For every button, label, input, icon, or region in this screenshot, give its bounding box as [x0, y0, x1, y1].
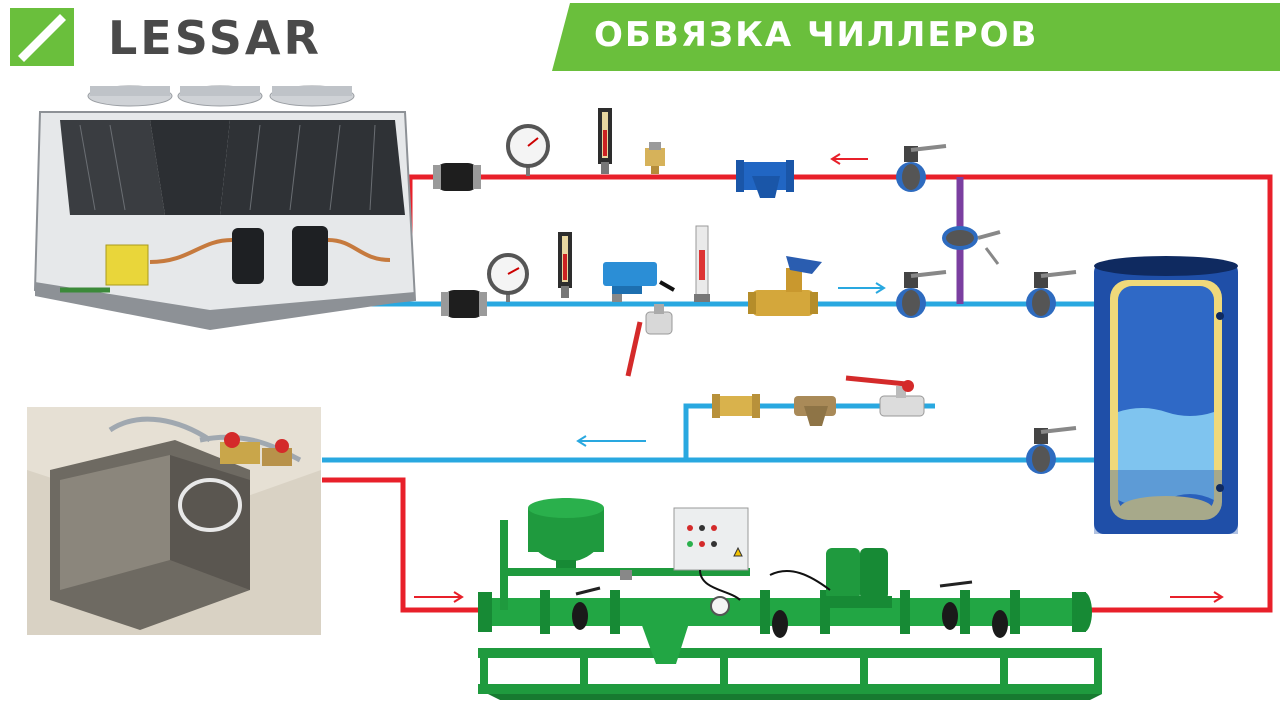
- thermometer-icon: [558, 232, 572, 298]
- strainer-icon: [736, 160, 794, 198]
- brand-logo: [8, 6, 368, 68]
- vibration-insert-icon: [441, 290, 487, 318]
- thermometer-icon: [598, 108, 612, 174]
- flow-switch-icon: [603, 262, 675, 302]
- flow-arrows: [414, 153, 1224, 603]
- supply-pipe-lower: [322, 477, 480, 613]
- bypass-butterfly-valve-icon: [942, 226, 1001, 265]
- butterfly-valve-icon: [1026, 270, 1077, 318]
- rotameter-icon: [694, 225, 710, 302]
- balancing-valve-icon: [748, 256, 822, 316]
- check-valve-icon: [712, 394, 760, 418]
- butterfly-valve-icon: [896, 270, 947, 318]
- air-vent-icon: [645, 142, 665, 174]
- fan-coil-icon: [27, 407, 321, 635]
- vibration-insert-icon: [433, 163, 481, 191]
- logo-text: LESSAR: [108, 11, 322, 65]
- ball-valve-icon: [845, 375, 925, 417]
- ball-valve-icon: [625, 304, 673, 377]
- return-pipe-lower: [322, 403, 1095, 463]
- storage-tank-icon: [1094, 256, 1238, 534]
- butterfly-valve-icon: [1026, 426, 1077, 474]
- butterfly-valve-icon: [896, 144, 947, 192]
- pressure-gauge-icon: [487, 253, 529, 302]
- lessar-logo-mark-icon: [10, 8, 74, 66]
- strainer-icon: [794, 396, 836, 426]
- pump-station-icon: [478, 498, 1102, 700]
- title-banner: [552, 3, 1280, 71]
- pressure-gauge-icon: [506, 124, 550, 176]
- chiller-icon: [33, 85, 417, 330]
- page-title: ОБВЯЗКА ЧИЛЛЕРОВ: [594, 15, 1039, 55]
